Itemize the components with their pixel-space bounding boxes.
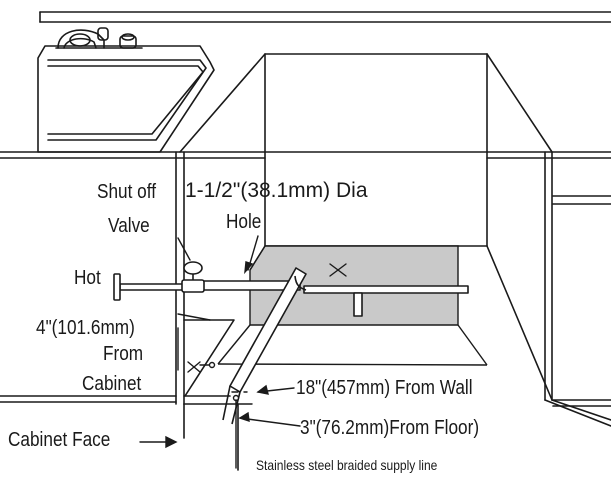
right-cabinet — [552, 195, 611, 407]
from-cabinet-dimension-label: 4"(101.6mm) — [36, 317, 135, 339]
from-cabinet-label-line1: From — [103, 343, 144, 365]
hole-leader-arrow — [244, 235, 259, 275]
supply-line-label: Stainless steel braided supply line — [256, 457, 438, 473]
from-floor-arrow — [208, 361, 301, 427]
cabinet-face-arrow — [139, 435, 178, 449]
faucet — [55, 27, 143, 49]
hole-diameter-label: 1-1/2"(38.1mm) Dia — [185, 179, 368, 202]
shut-off-label: Shut off — [97, 181, 156, 203]
from-wall-label: 18"(457mm) From Wall — [296, 377, 473, 399]
cabinet-face-label: Cabinet Face — [8, 429, 111, 451]
supply-pipes — [119, 267, 469, 425]
hole-label: Hole — [226, 211, 262, 233]
sink — [37, 45, 215, 153]
countertop-edge — [0, 151, 611, 159]
from-cabinet-label-line2: Cabinet — [82, 373, 142, 395]
center-mark-x — [329, 263, 347, 277]
inner-cabinet-panel — [183, 319, 235, 397]
hot-label: Hot — [74, 267, 101, 289]
valve-leader — [177, 237, 191, 261]
backsplash-lines — [39, 11, 611, 23]
cabinet-base — [0, 395, 611, 471]
from-cabinet-leader — [177, 313, 211, 371]
from-floor-label: 3"(76.2mm)From Floor) — [300, 417, 480, 439]
valve-label: Valve — [108, 215, 150, 237]
from-wall-arrow — [231, 384, 295, 395]
shut-off-valve-icon — [113, 261, 205, 301]
center-mark-x-lower — [187, 361, 213, 373]
